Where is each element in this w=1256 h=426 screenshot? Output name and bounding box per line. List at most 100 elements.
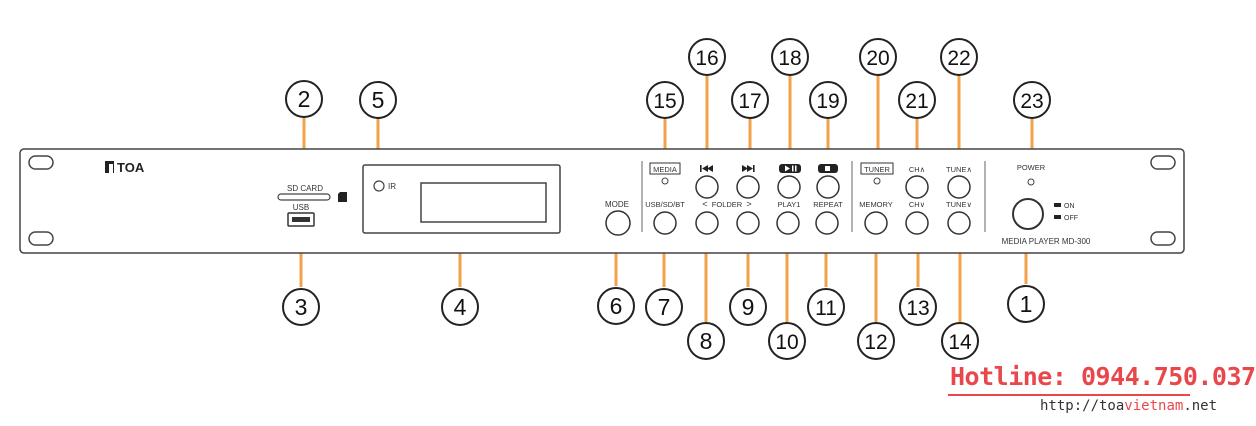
usb-sd-bt-label: USB/SD/BT — [645, 200, 685, 209]
website-link[interactable]: http://toavietnam.net — [1040, 398, 1217, 418]
website-prefix: http://toa — [1040, 398, 1125, 414]
callout-14-label: 14 — [948, 331, 972, 354]
callout-10: 10 — [768, 322, 806, 360]
stop-button — [816, 175, 840, 199]
callout-22-label: 22 — [947, 47, 970, 70]
callout-19: 19 — [809, 81, 847, 119]
callout-3: 3 — [282, 288, 320, 326]
mode-knob — [605, 210, 631, 236]
tune-up-label: TUNE∧ — [946, 165, 972, 174]
callout-13-label: 13 — [906, 297, 929, 320]
lcd-display — [420, 182, 547, 223]
callout-3-label: 3 — [295, 294, 308, 320]
off-label: OFF — [1064, 215, 1078, 222]
tune-down-button — [947, 211, 971, 235]
callout-18-label: 18 — [778, 47, 801, 70]
next-icon — [742, 165, 755, 172]
mode-label: MODE — [605, 200, 629, 209]
md300-front-panel-diagram: TOA SD CARD USB IR MODE MEDIA — [19, 38, 1185, 360]
prev-button — [695, 175, 719, 199]
callout-1: 1 — [1007, 285, 1045, 323]
callout-19-label: 19 — [816, 90, 839, 113]
front-panel: TOA SD CARD USB IR MODE MEDIA — [19, 148, 1185, 254]
callout-15-label: 15 — [653, 90, 676, 113]
callout-18: 18 — [771, 38, 809, 76]
repeat-label: REPEAT — [813, 200, 843, 209]
callout-5-label: 5 — [372, 87, 385, 113]
callout-5: 5 — [359, 81, 397, 119]
toa-logo: TOA — [105, 160, 145, 175]
sd-card-slot — [277, 193, 331, 201]
callout-10-label: 10 — [775, 331, 798, 354]
media-label: MEDIA — [653, 165, 677, 174]
power-label: POWER — [1017, 163, 1046, 172]
off-indicator-icon — [1054, 215, 1061, 219]
tune-up-button — [947, 175, 971, 199]
memory-label: MEMORY — [859, 200, 893, 209]
callout-2: 2 — [285, 80, 323, 118]
website-suffix: .net — [1183, 398, 1218, 414]
play1-label: PLAY1 — [778, 200, 801, 209]
callout-7: 7 — [645, 288, 683, 326]
ch-down-button — [905, 211, 929, 235]
memory-button — [864, 211, 888, 235]
play-pause-button — [777, 175, 801, 199]
callout-8-label: 8 — [700, 328, 713, 354]
ch-up-button — [905, 175, 929, 199]
tuner-led — [873, 177, 881, 185]
tune-down-label: TUNE∨ — [946, 200, 972, 209]
callout-23: 23 — [1013, 81, 1051, 119]
stop-icon — [818, 164, 838, 173]
sd-card-label: SD CARD — [287, 184, 323, 193]
sd-card-icon — [338, 192, 347, 202]
callout-12: 12 — [857, 322, 895, 360]
callout-4: 4 — [441, 288, 479, 326]
ir-label: IR — [388, 182, 396, 191]
folder-left-arrow: < — [702, 199, 707, 209]
media-label-box — [649, 162, 681, 175]
rack-slot-bottom-left — [28, 231, 54, 246]
ch-down-label: CH∨ — [909, 200, 925, 209]
play1-button — [776, 211, 800, 235]
prev-icon — [700, 165, 713, 172]
brand-text: TOA — [117, 160, 145, 175]
rack-slot-top-left — [28, 155, 54, 170]
callout-6-label: 6 — [610, 293, 623, 319]
usb-sd-bt-button — [653, 211, 677, 235]
callout-2-label: 2 — [298, 86, 311, 112]
rack-slot-top-right — [1150, 155, 1176, 170]
callout-7-label: 7 — [658, 294, 671, 320]
callout-21-label: 21 — [905, 90, 928, 113]
ch-up-label: CH∧ — [909, 165, 925, 174]
folder-label: FOLDER — [712, 200, 743, 209]
callout-16: 16 — [688, 38, 726, 76]
usb-label: USB — [293, 203, 309, 212]
callout-14: 14 — [941, 322, 979, 360]
callout-17-label: 17 — [738, 90, 761, 113]
tuner-label: TUNER — [864, 165, 890, 174]
callout-20: 20 — [859, 38, 897, 76]
callout-17: 17 — [731, 81, 769, 119]
panel-outline — [19, 148, 1185, 254]
callout-12-label: 12 — [864, 331, 887, 354]
callout-15: 15 — [646, 81, 684, 119]
play-pause-icon — [779, 164, 801, 173]
folder-down-button — [695, 211, 719, 235]
on-label: ON — [1064, 203, 1075, 210]
callout-11-label: 11 — [815, 297, 837, 320]
ir-sensor — [373, 180, 385, 192]
model-label: MEDIA PLAYER MD-300 — [1002, 237, 1091, 246]
rack-slot-bottom-right — [1150, 231, 1176, 246]
folder-up-button — [736, 211, 760, 235]
callout-4-label: 4 — [454, 294, 467, 320]
hotline-underline — [948, 394, 1190, 396]
power-switch — [1012, 198, 1044, 230]
callouts: 1 2 3 4 5 6 7 8 9 10 11 12 13 14 15 16 1… — [282, 38, 1051, 360]
usb-port-inner — [292, 217, 310, 222]
callout-1-label: 1 — [1020, 291, 1033, 317]
callout-11: 11 — [807, 288, 845, 326]
callout-9: 9 — [729, 288, 767, 326]
callout-21: 21 — [898, 81, 936, 119]
callout-13: 13 — [899, 288, 937, 326]
callout-22: 22 — [940, 38, 978, 76]
